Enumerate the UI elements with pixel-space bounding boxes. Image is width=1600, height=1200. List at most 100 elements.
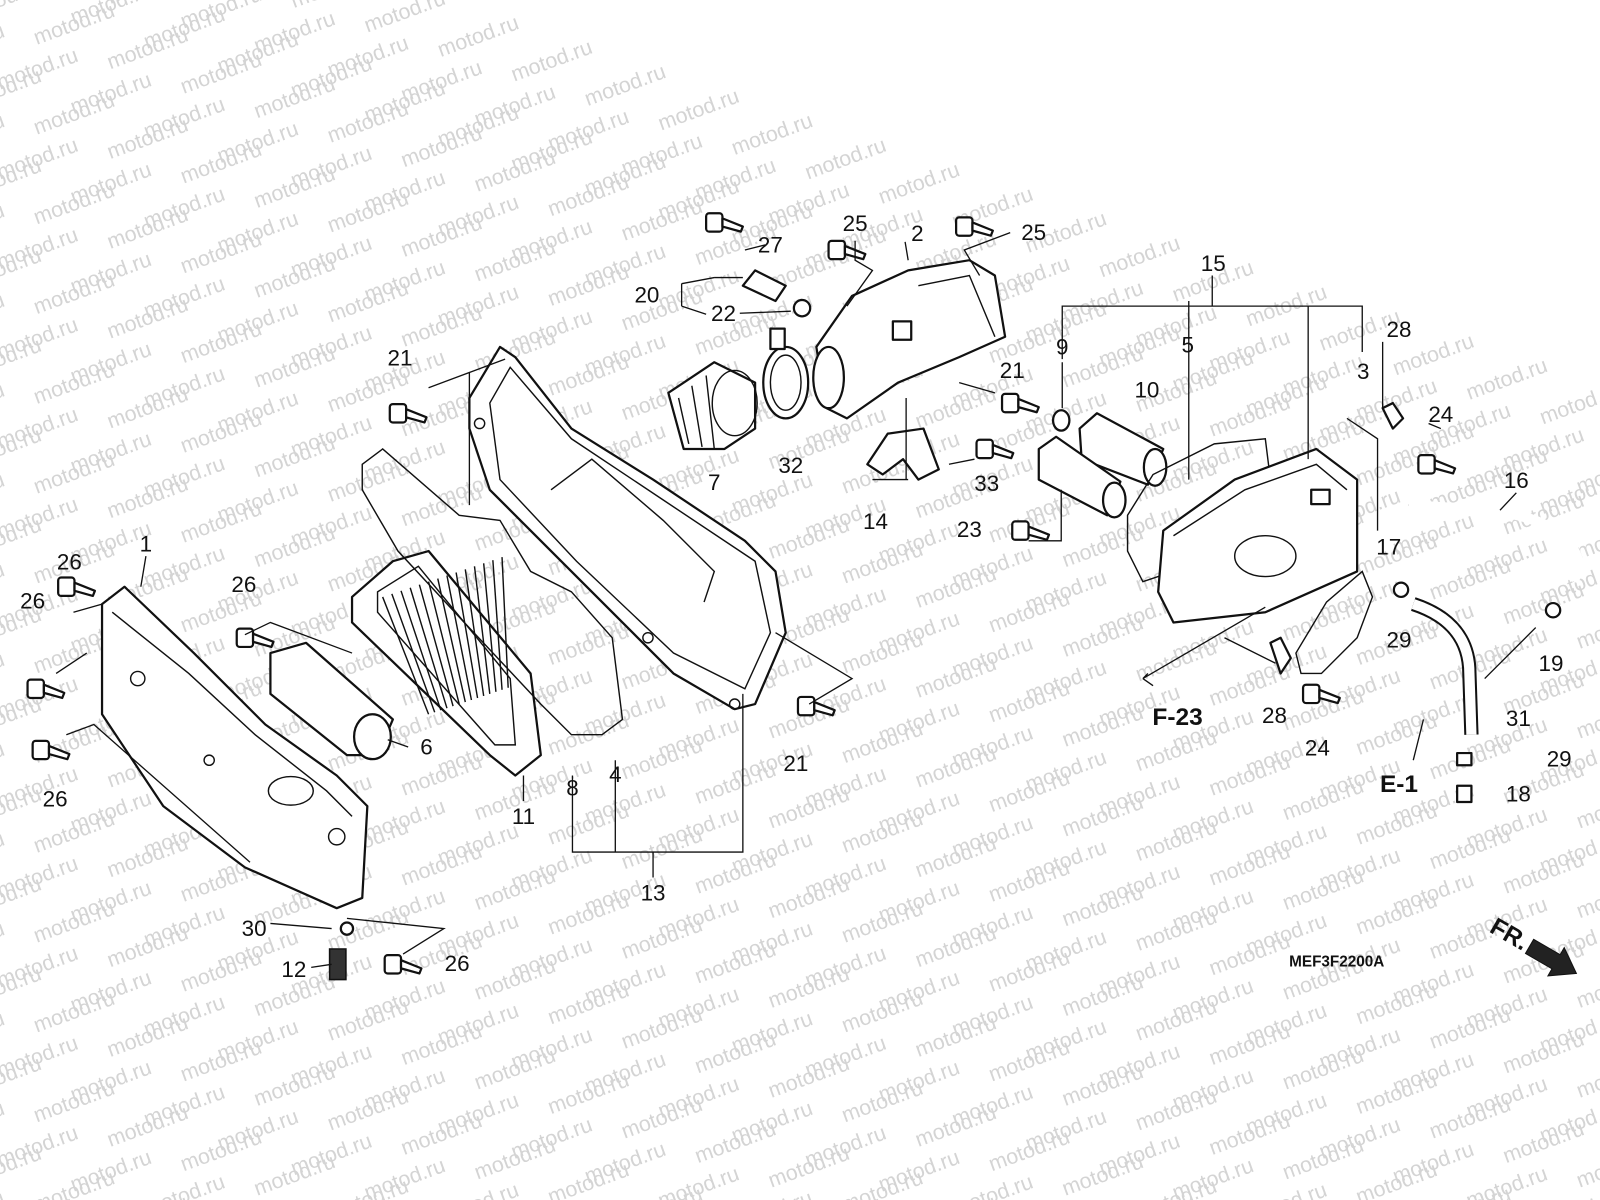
- watermark-text: motod.ru: [655, 84, 743, 135]
- filter-mesh-line: [455, 572, 479, 699]
- label-part-21: 21: [1000, 358, 1025, 383]
- band-clamp-part-32: [762, 327, 810, 420]
- label-part-26: 26: [231, 572, 256, 597]
- label-part-17: 17: [1376, 534, 1401, 559]
- bolt-icon: [705, 212, 744, 233]
- watermark-text: motod.ru: [1573, 782, 1600, 833]
- filter-mesh-line: [381, 596, 430, 715]
- bolt-icon: [26, 678, 66, 700]
- watermark-text: motod.ru: [0, 288, 8, 339]
- filter-mesh-line: [501, 557, 509, 688]
- watermark-text: motod.ru: [0, 917, 8, 968]
- reference-f23: F-23: [1152, 704, 1202, 731]
- label-part-27: 27: [758, 232, 783, 257]
- watermark-text: motod.ru: [0, 1096, 8, 1147]
- valve-assembly-part-15: [1157, 447, 1359, 624]
- label-part-1: 1: [140, 531, 152, 556]
- watermark-text: motod.ru: [0, 737, 8, 788]
- filter-mesh-line: [400, 590, 442, 711]
- reference-e1: E-1: [1380, 771, 1418, 798]
- filter-mesh-line: [409, 587, 448, 709]
- bolt-icon: [955, 216, 994, 237]
- label-part-11: 11: [512, 804, 535, 829]
- label-part-12: 12: [281, 957, 306, 982]
- watermark-text: motod.ru: [1536, 378, 1600, 429]
- bolt-icon: [1011, 520, 1051, 541]
- air-cleaner-housing-part-4: [468, 345, 787, 711]
- watermark-text: motod.ru: [1573, 1051, 1600, 1102]
- gasket-part-3: [1295, 570, 1374, 675]
- front-arrow-icon: [1524, 938, 1578, 977]
- watermark-text: motod.ru: [1573, 602, 1600, 653]
- label-part-20: 20: [634, 282, 659, 307]
- watermark-text: motod.ru: [875, 157, 963, 208]
- filter-mesh-line: [391, 593, 436, 713]
- watermark-text: motod.ru: [1573, 692, 1600, 743]
- watermark-text: motod.ru: [434, 10, 522, 61]
- label-part-15: 15: [1201, 251, 1226, 276]
- bolt-icon: [1417, 453, 1457, 475]
- leader-lines: [55, 232, 1537, 969]
- part-number-labels: 1 26 26 26 26 6 11 8 4 13 21 21 21 7 32 …: [20, 211, 1571, 982]
- label-part-25: 25: [1021, 220, 1046, 245]
- bolt-icon: [31, 739, 71, 761]
- watermark-text: motod.ru: [508, 35, 596, 86]
- bolt-icon: [1301, 683, 1341, 705]
- drawing-code: MEF3F2200A: [1289, 954, 1384, 971]
- watermark-text: motod.ru: [0, 378, 8, 429]
- air-duct-part-2: [812, 259, 1007, 420]
- watermark-text: motod.ru: [1463, 353, 1551, 404]
- label-part-4: 4: [609, 762, 621, 787]
- label-part-6: 6: [420, 734, 432, 759]
- label-part-26: 26: [445, 951, 470, 976]
- label-part-23: 23: [957, 517, 982, 542]
- bolt-icon: [1000, 392, 1040, 414]
- label-part-29: 29: [1386, 627, 1411, 652]
- label-part-9: 9: [1056, 334, 1068, 359]
- watermark-text: motod.ru: [0, 1186, 8, 1200]
- watermark-text: motod.ru: [0, 108, 8, 159]
- label-part-3: 3: [1357, 359, 1369, 384]
- watermark-text: motod.ru: [0, 198, 8, 249]
- watermark-text: motod.ru: [581, 59, 669, 110]
- label-part-24: 24: [1428, 402, 1453, 427]
- watermark-text: motod.ru: [0, 0, 44, 25]
- watermark-text: motod.ru: [802, 133, 890, 184]
- bolt-icon: [383, 953, 423, 975]
- watermark-text: motod.ru: [0, 827, 8, 878]
- connecting-boot-part-7: [667, 361, 758, 451]
- air-cleaner-case-part-1: [100, 585, 369, 910]
- sensor-part-20: [741, 269, 812, 318]
- label-part-28: 28: [1262, 703, 1287, 728]
- label-part-10: 10: [1134, 377, 1159, 402]
- label-part-25: 25: [843, 211, 868, 236]
- watermark-text: motod.ru: [1573, 961, 1600, 1012]
- label-part-13: 13: [641, 880, 666, 905]
- filter-mesh-line: [427, 581, 460, 705]
- label-part-30: 30: [242, 916, 267, 941]
- label-part-16: 16: [1504, 468, 1529, 493]
- label-part-29: 29: [1547, 747, 1572, 772]
- watermark-text: motod.ru: [728, 108, 816, 159]
- filter-mesh-line: [492, 560, 503, 690]
- watermark-text: motod.ru: [361, 0, 449, 37]
- hose-part-16: [1407, 500, 1585, 584]
- filter-mesh-line: [418, 584, 454, 707]
- clips-and-fittings: [328, 401, 1562, 981]
- watermark-text: motod.ru: [324, 1174, 412, 1200]
- watermark-text: motod.ru: [0, 1006, 8, 1057]
- seal-part-8: [361, 448, 624, 736]
- bolt-icon: [796, 695, 836, 717]
- hose-part-31: [1410, 597, 1479, 735]
- bolt-icon: [388, 402, 428, 424]
- watermark-text: motod.ru: [1132, 1174, 1220, 1200]
- label-part-18: 18: [1506, 781, 1531, 806]
- label-part-2: 2: [911, 221, 923, 246]
- watermark-text: motod.ru: [0, 647, 8, 698]
- bolt-icon: [57, 576, 97, 598]
- tubes-part-10: [1037, 412, 1168, 519]
- bolts: [26, 212, 1457, 975]
- watermark-text: motod.ru: [1573, 872, 1600, 923]
